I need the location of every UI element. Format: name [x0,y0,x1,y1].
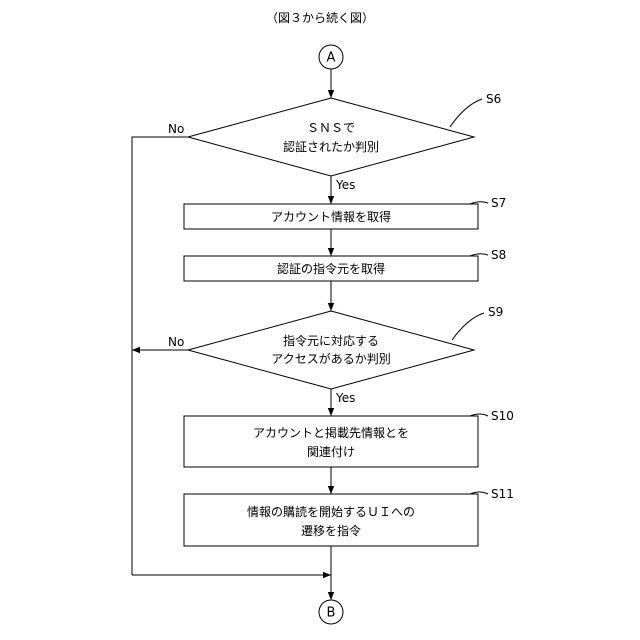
decision-s6-line2: 認証されたか判別 [283,139,379,154]
label-no-s9: No [168,335,184,349]
process-s11: 情報の購読を開始するＵＩへの 遷移を指令 [184,494,478,546]
process-s8: 認証の指令元を取得 [184,256,478,281]
step-id-s6: S6 [486,92,501,106]
process-s10: アカウントと掲載先情報とを 関連付け [184,416,478,467]
process-s7: アカウント情報を取得 [184,204,478,229]
connector-b: B [319,600,343,624]
process-s10-line1: アカウントと掲載先情報とを [253,425,409,440]
connector-a-label: A [327,51,336,66]
process-s10-line2: 関連付け [307,445,355,459]
process-s11-line2: 遷移を指令 [301,523,361,538]
process-s7-text: アカウント情報を取得 [271,209,391,224]
process-s11-line1: 情報の購読を開始するＵＩへの [247,504,415,519]
leader-s6 [450,99,482,127]
step-id-s7: S7 [491,196,506,210]
step-id-s9: S9 [488,305,503,319]
label-yes-s9: Yes [335,391,355,405]
connector-b-label: B [327,606,336,621]
decision-s9-line2: アクセスがあるか判別 [271,351,390,366]
step-id-s8: S8 [491,248,506,262]
step-id-s11: S11 [491,487,514,501]
process-s8-text: 認証の指令元を取得 [277,261,385,276]
decision-s9-line1: 指令元に対応する [283,333,379,348]
decision-s9: 指令元に対応する アクセスがあるか判別 [188,311,474,389]
leader-s9 [452,313,484,340]
figure-caption: （図３から続く図） [266,11,374,25]
decision-s6: ＳＮＳで 認証されたか判別 [188,98,474,176]
connector-a: A [319,45,343,69]
edge-s6-no [132,137,188,575]
decision-s6-line1: ＳＮＳで [307,121,355,135]
step-id-s10: S10 [491,409,514,423]
label-no-s6: No [168,122,184,136]
label-yes-s6: Yes [335,178,355,192]
